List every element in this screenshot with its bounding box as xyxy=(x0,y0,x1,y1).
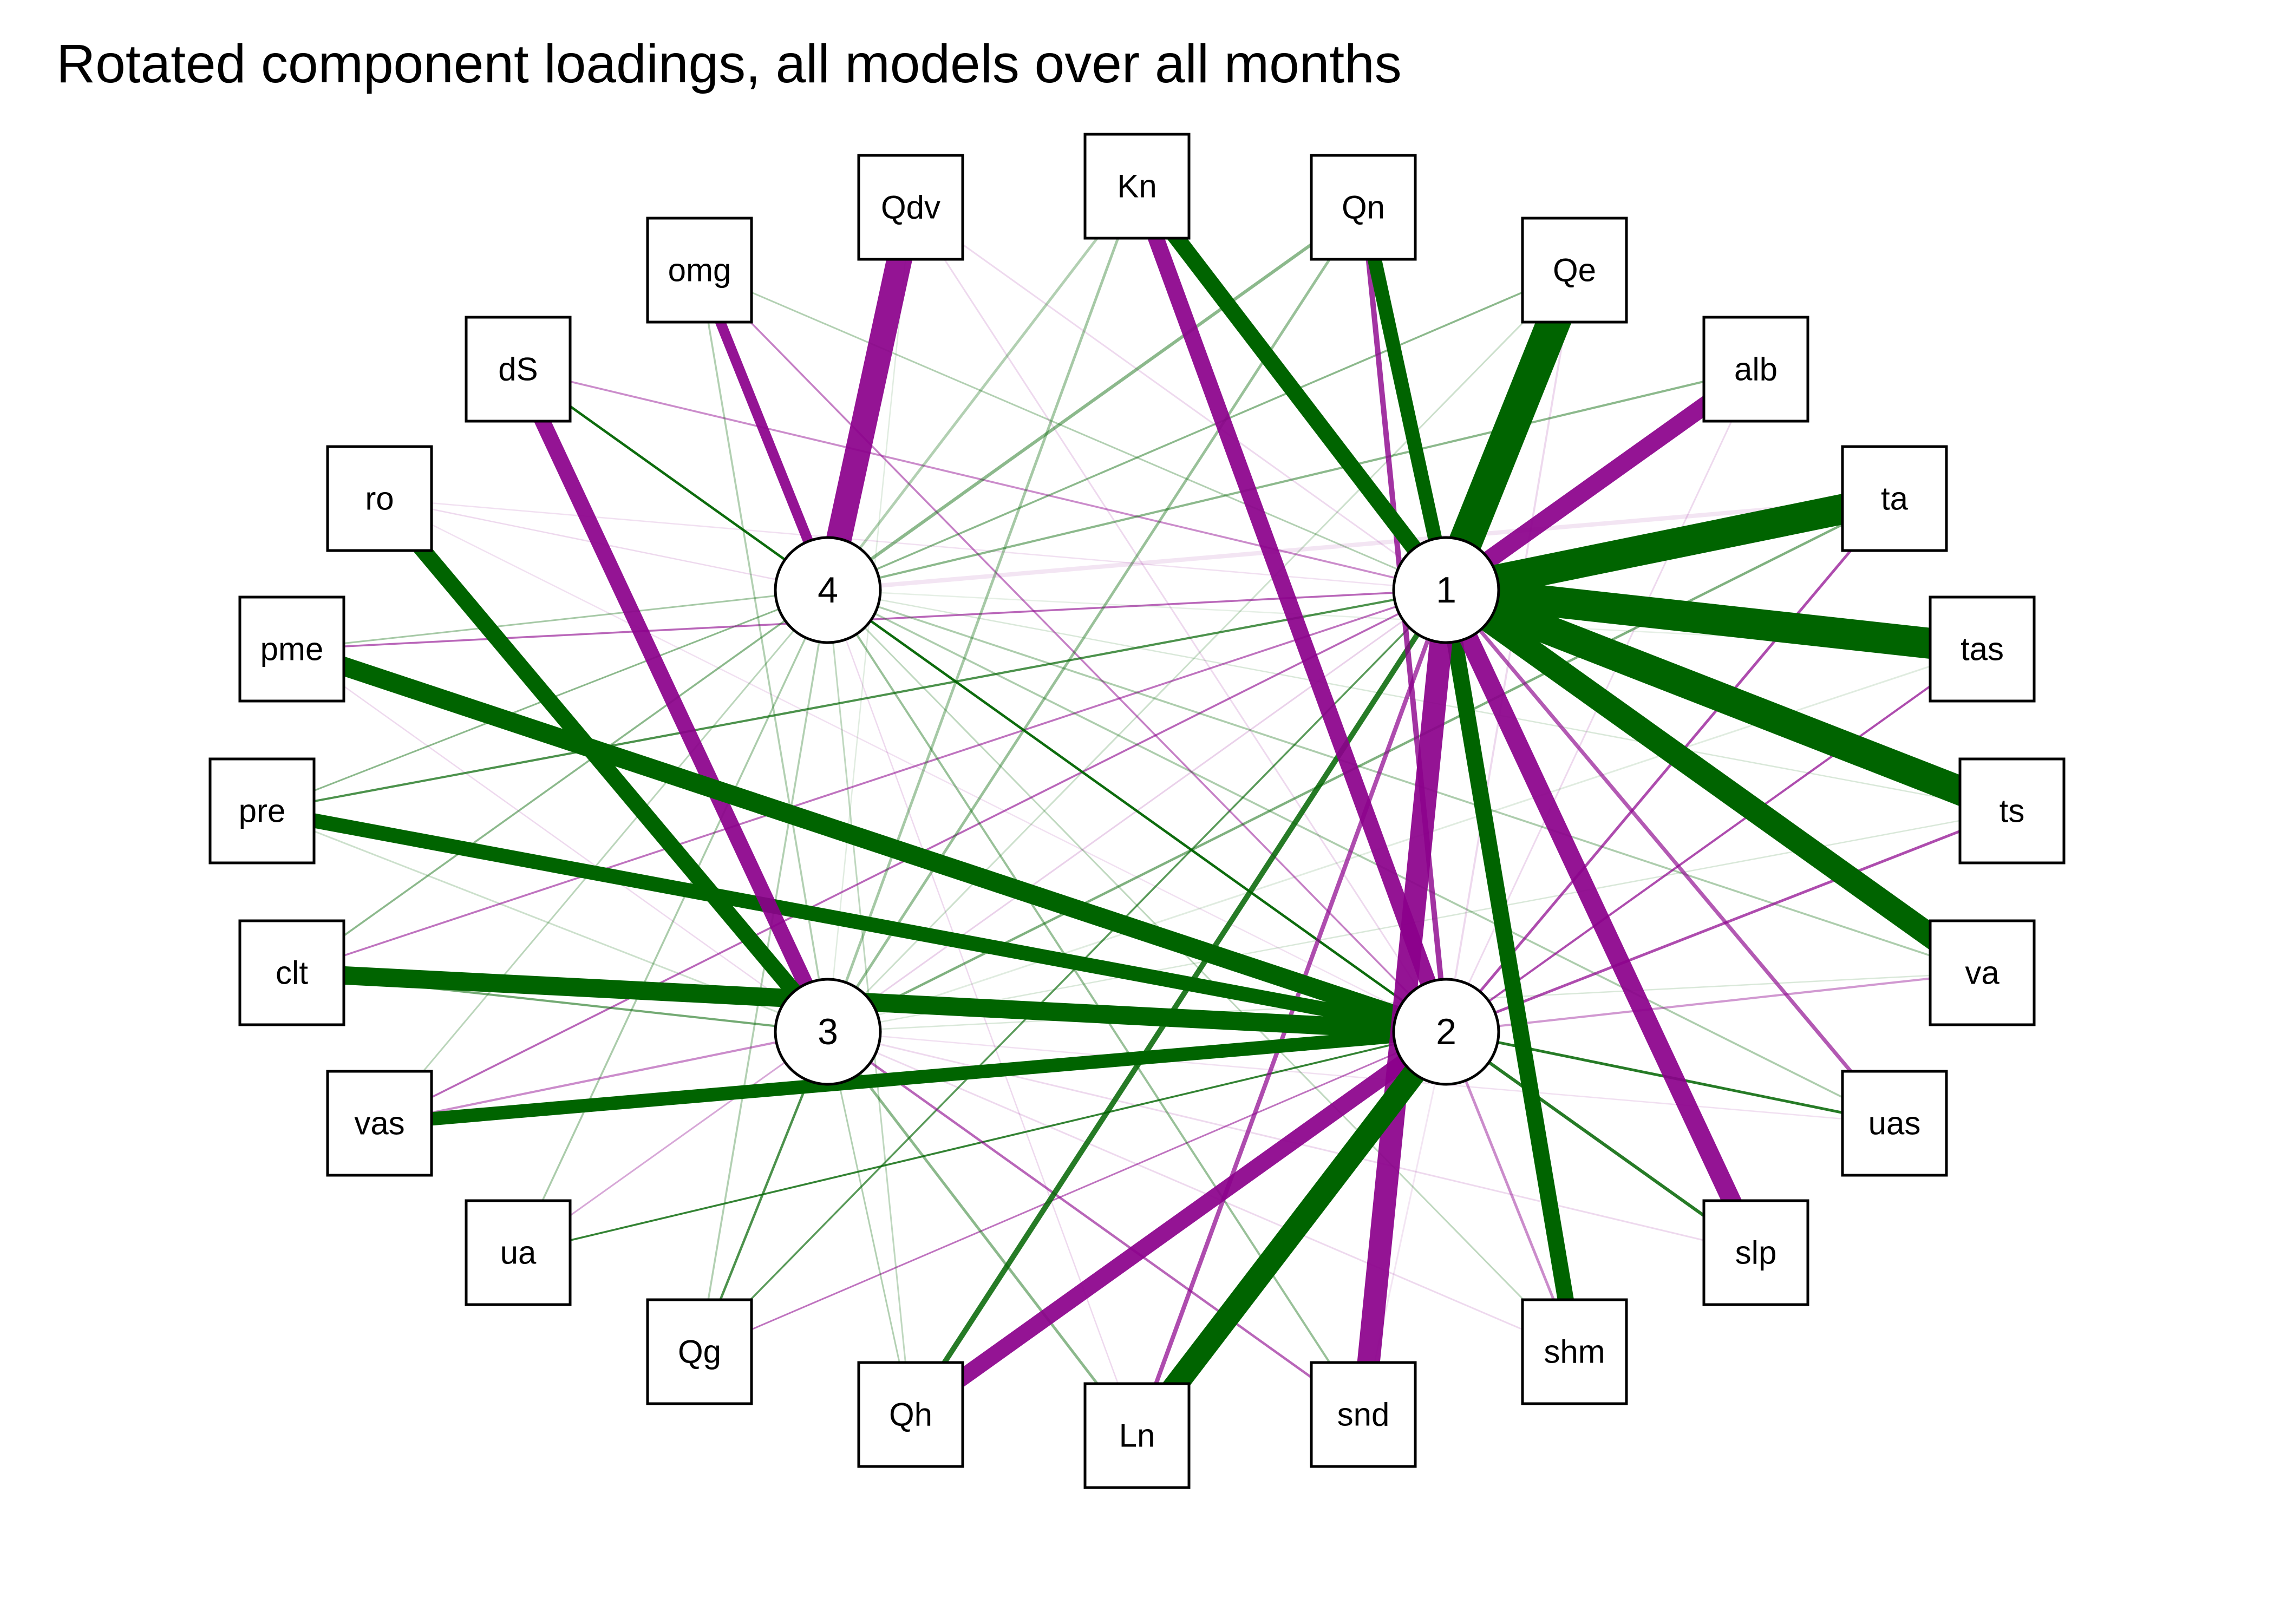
svg-text:Qn: Qn xyxy=(1342,189,1385,226)
svg-text:Rotated component loadings, al: Rotated component loadings, all models o… xyxy=(56,34,1402,94)
svg-text:clt: clt xyxy=(276,955,308,991)
svg-text:pre: pre xyxy=(239,793,286,829)
svg-text:pme: pme xyxy=(260,631,324,667)
svg-text:3: 3 xyxy=(818,1011,838,1052)
svg-text:omg: omg xyxy=(668,252,731,289)
svg-text:Qh: Qh xyxy=(889,1397,932,1433)
svg-text:Qg: Qg xyxy=(678,1334,721,1370)
svg-text:vas: vas xyxy=(354,1105,404,1142)
svg-text:va: va xyxy=(1965,955,1999,991)
svg-text:snd: snd xyxy=(1337,1397,1390,1433)
svg-text:tas: tas xyxy=(1961,631,2004,667)
svg-text:ua: ua xyxy=(500,1235,537,1271)
svg-text:2: 2 xyxy=(1436,1011,1456,1052)
svg-text:alb: alb xyxy=(1734,351,1778,388)
svg-text:ta: ta xyxy=(1881,481,1909,517)
svg-text:shm: shm xyxy=(1544,1334,1605,1370)
svg-text:1: 1 xyxy=(1436,569,1456,611)
svg-text:Kn: Kn xyxy=(1117,168,1156,205)
svg-text:dS: dS xyxy=(498,351,538,388)
svg-text:Qe: Qe xyxy=(1553,252,1596,289)
svg-text:Qdv: Qdv xyxy=(881,189,940,226)
svg-text:ro: ro xyxy=(365,481,394,517)
svg-text:Ln: Ln xyxy=(1119,1418,1155,1454)
svg-text:slp: slp xyxy=(1735,1235,1777,1271)
svg-text:4: 4 xyxy=(818,569,838,611)
svg-text:ts: ts xyxy=(1999,793,2025,829)
svg-text:uas: uas xyxy=(1868,1105,1921,1142)
